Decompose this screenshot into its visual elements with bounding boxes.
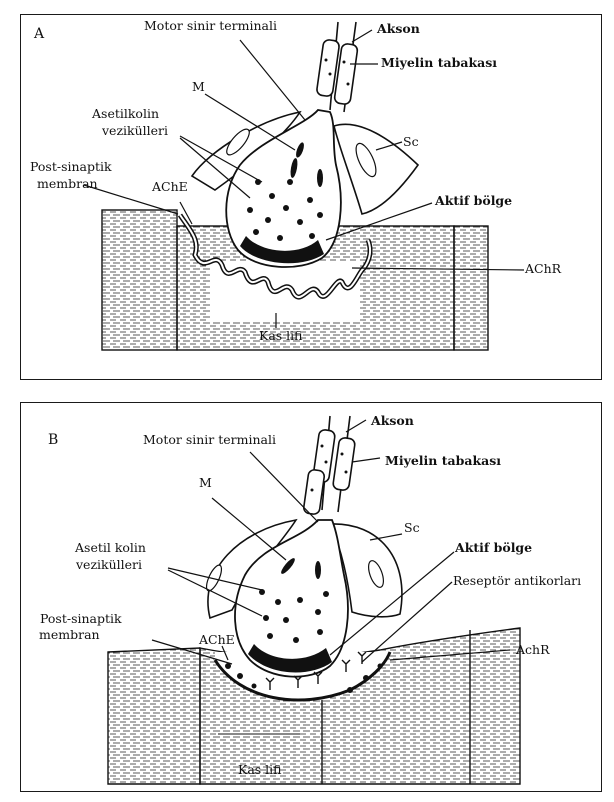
label-b-motor-terminal: Motor sinir terminali	[143, 433, 276, 446]
label-b-antibodies: Reseptör antikorları	[453, 574, 581, 587]
label-b-vesicles-2: vezikülleri	[76, 558, 142, 571]
label-b-muscle: Kas lifi	[238, 763, 282, 776]
label-b-axon: Akson	[371, 414, 414, 427]
label-b-schwann: Sc	[404, 521, 420, 534]
label-b-postsyn-1: Post-sinaptik	[40, 612, 122, 625]
label-b-achr: AchR	[516, 643, 550, 656]
label-b-postsyn-2: membran	[39, 628, 100, 641]
label-b-ache: AChE	[199, 633, 235, 646]
label-b-active-zone: Aktif bölge	[455, 541, 532, 554]
label-b-vesicles-1: Asetil kolin	[75, 541, 146, 554]
label-b-mitochondria: M	[199, 476, 212, 489]
label-b-myelin: Miyelin tabakası	[385, 454, 501, 467]
